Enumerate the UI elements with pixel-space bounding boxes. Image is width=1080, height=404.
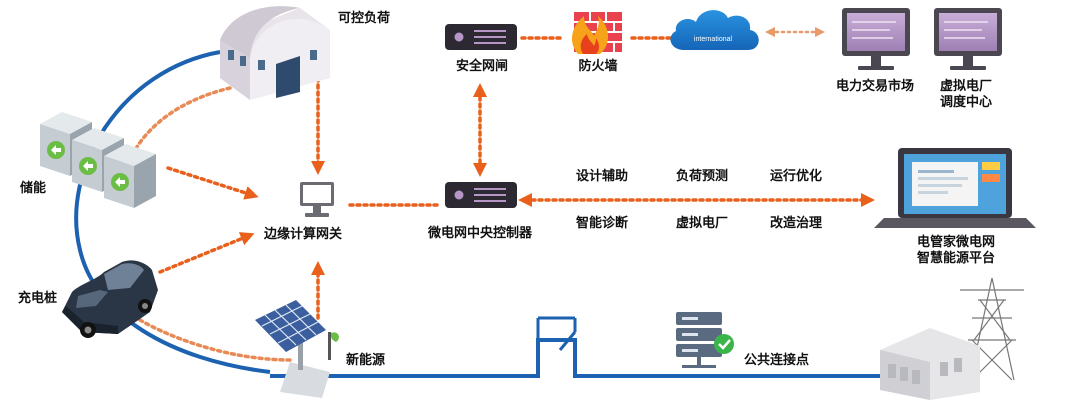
battery-storage-icon [40, 112, 156, 208]
security-gateway-label: 安全网闸 [455, 59, 509, 74]
storage-label: 储能 [20, 181, 47, 196]
arrow-load-link [133, 86, 232, 152]
new-energy-label: 新能源 [346, 353, 386, 368]
central-controller-device-icon [445, 182, 517, 208]
electric-car-icon [62, 260, 158, 338]
function-intelligent-diagnosis: 智能诊断 [576, 216, 629, 231]
platform-label-line1: 电管家微电网 [916, 235, 996, 250]
function-operation-optimization: 运行优化 [770, 169, 823, 184]
controllable-load-label: 可控负荷 [338, 11, 391, 26]
grid-main-line [270, 338, 920, 378]
function-retrofit-governance: 改造治理 [770, 216, 823, 231]
function-load-forecast: 负荷预测 [676, 169, 729, 184]
pcc-label: 公共连接点 [744, 353, 810, 368]
function-virtual-power-plant: 虚拟电厂 [676, 216, 729, 231]
grid-arc [74, 50, 271, 374]
factory-icon [220, 6, 330, 100]
arrow-storage-to-gateway [166, 166, 259, 200]
vpp-dispatch-label-line2: 调度中心 [939, 95, 993, 110]
comm-arrows [123, 36, 875, 362]
pcc-server-icon [676, 312, 734, 368]
power-market-label: 电力交易市场 [836, 79, 915, 94]
cloud-label: international [694, 36, 733, 43]
substation-pylon-icon [880, 277, 1024, 400]
cloud-icon: international [670, 10, 759, 50]
vpp-dispatch-monitor-icon [934, 8, 1002, 70]
edge-gateway-label: 边缘计算网关 [264, 227, 343, 242]
edge-gateway-monitor-icon [300, 182, 334, 217]
platform-label-line2: 智慧能源平台 [916, 251, 996, 266]
power-grid-lines [74, 50, 920, 378]
solar-panel-icon [255, 300, 339, 398]
function-design-aid: 设计辅助 [576, 169, 629, 184]
vpp-dispatch-label-line1: 虚拟电厂 [939, 79, 993, 94]
firewall-icon [571, 12, 622, 54]
charging-pile-label: 充电桩 [18, 291, 58, 306]
power-market-monitor-icon [842, 8, 910, 70]
security-gateway-device-icon [445, 24, 517, 50]
central-controller-label: 微电网中央控制器 [427, 226, 533, 241]
pcc-switch [536, 316, 577, 351]
arrow-ev-to-gateway [158, 232, 255, 274]
platform-laptop-icon [874, 148, 1036, 228]
firewall-label: 防火墙 [578, 59, 618, 74]
